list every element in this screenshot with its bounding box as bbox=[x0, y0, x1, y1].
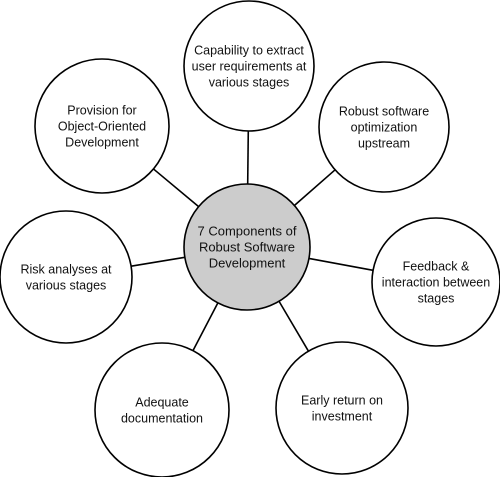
node-oo-development-line: Development bbox=[65, 136, 139, 150]
center-line: Robust Software bbox=[199, 240, 295, 255]
node-capability-line: Capability to extract bbox=[194, 44, 304, 58]
node-circle-feedback bbox=[371, 217, 500, 347]
node-early-return-line: Early return on bbox=[301, 394, 383, 408]
node-documentation: Adequate documentation bbox=[94, 342, 230, 477]
node-circle-robust-optimization bbox=[318, 61, 450, 193]
node-robust-optimization-line: Robust software bbox=[339, 105, 429, 119]
connector-risk bbox=[130, 256, 185, 267]
connector-documentation bbox=[192, 302, 219, 351]
node-circle-risk bbox=[0, 210, 133, 344]
node-robust-optimization-line: optimization bbox=[351, 121, 418, 135]
center-line: Development bbox=[209, 256, 286, 271]
node-capability: Capability to extract user requirements a… bbox=[183, 0, 315, 132]
node-early-return-line: investment bbox=[312, 410, 373, 424]
node-risk-line: various stages bbox=[26, 279, 107, 293]
node-circle-oo-development bbox=[34, 58, 170, 194]
connector-early-return bbox=[278, 300, 310, 352]
node-capability-line: user requirements at bbox=[192, 60, 307, 74]
node-robust-optimization: Robust software optimization upstream bbox=[318, 61, 450, 193]
center-line: 7 Components of bbox=[197, 224, 296, 239]
connector-oo-development bbox=[152, 168, 200, 208]
center-circle bbox=[183, 183, 311, 311]
connectors bbox=[130, 130, 374, 352]
node-feedback: Feedback & interaction between stages bbox=[371, 217, 500, 347]
node-documentation-line: Adequate bbox=[135, 396, 189, 410]
connector-robust-optimization bbox=[293, 169, 336, 207]
node-risk-line: Risk analyses at bbox=[20, 263, 112, 277]
node-circle-capability bbox=[183, 0, 315, 132]
node-feedback-line: Feedback & bbox=[403, 260, 470, 274]
node-capability-line: various stages bbox=[209, 76, 290, 90]
node-robust-optimization-line: upstream bbox=[358, 137, 410, 151]
node-feedback-line: interaction between bbox=[382, 276, 490, 290]
node-early-return: Early return on investment bbox=[275, 341, 409, 475]
node-feedback-line: stages bbox=[418, 292, 455, 306]
node-documentation-line: documentation bbox=[121, 412, 203, 426]
connector-capability bbox=[246, 130, 250, 185]
node-circle-early-return bbox=[275, 341, 409, 475]
node-risk: Risk analyses at various stages bbox=[0, 210, 133, 344]
node-oo-development-line: Provision for bbox=[67, 104, 136, 118]
node-circle-documentation bbox=[94, 342, 230, 477]
node-oo-development-line: Object-Oriented bbox=[58, 120, 146, 134]
connector-feedback bbox=[308, 257, 374, 272]
